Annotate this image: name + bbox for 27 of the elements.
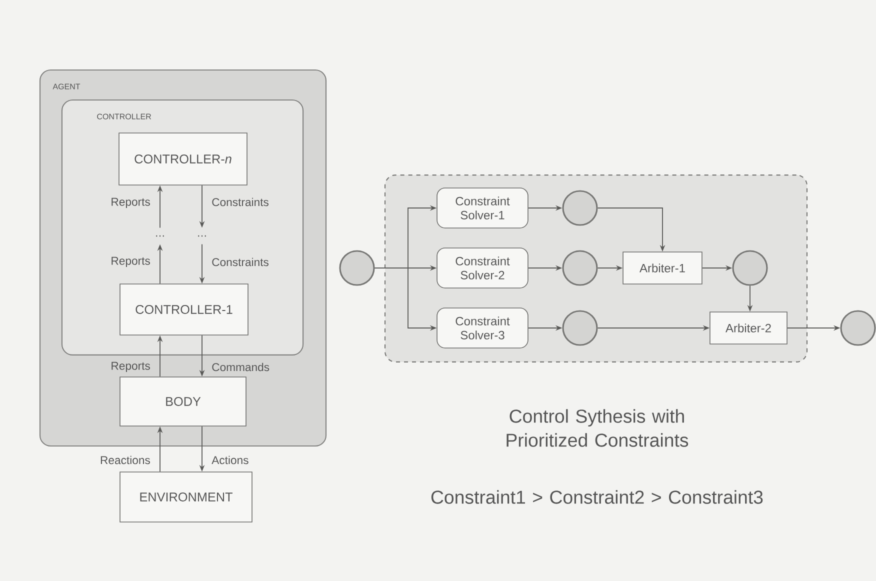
body-box: BODY — [120, 376, 246, 426]
formula-text: Constraint1 > Constraint2 > Constraint3 — [431, 490, 763, 504]
arbiter-box: Arbiter-1 — [622, 252, 702, 284]
solver-box: Constraint Solver-1 — [436, 188, 528, 228]
solver-box: Constraint Solver-3 — [436, 308, 528, 348]
ellipsis-text: … — [198, 235, 206, 237]
edge-label: Reports — [112, 256, 150, 268]
arbiter-box: Arbiter-2 — [710, 312, 788, 344]
caption-text: Control Sythesis with Prioritized Constraints — [506, 409, 688, 447]
circle-node — [562, 250, 598, 286]
solver-box: Constraint Solver-2 — [436, 248, 528, 288]
ellipsis-text: … — [156, 235, 164, 237]
edge-label: Constraints — [212, 258, 268, 266]
circle-node — [562, 310, 598, 346]
edge-label: Reactions — [100, 456, 150, 464]
controller-box: CONTROLLER-1 — [120, 284, 248, 336]
circle-node — [562, 190, 598, 226]
circle-node — [840, 310, 876, 346]
edge-label: Constraints — [212, 198, 268, 206]
edge-label: Reports — [112, 362, 150, 372]
edge-label: Actions — [212, 456, 248, 464]
edge-label: Reports — [112, 198, 150, 208]
edge-label: Commands — [212, 362, 270, 372]
circle-node — [339, 250, 375, 286]
environment-box: ENVIRONMENT — [120, 472, 252, 522]
circle-node — [732, 250, 768, 286]
controller-box: CONTROLLER-n — [118, 132, 248, 186]
